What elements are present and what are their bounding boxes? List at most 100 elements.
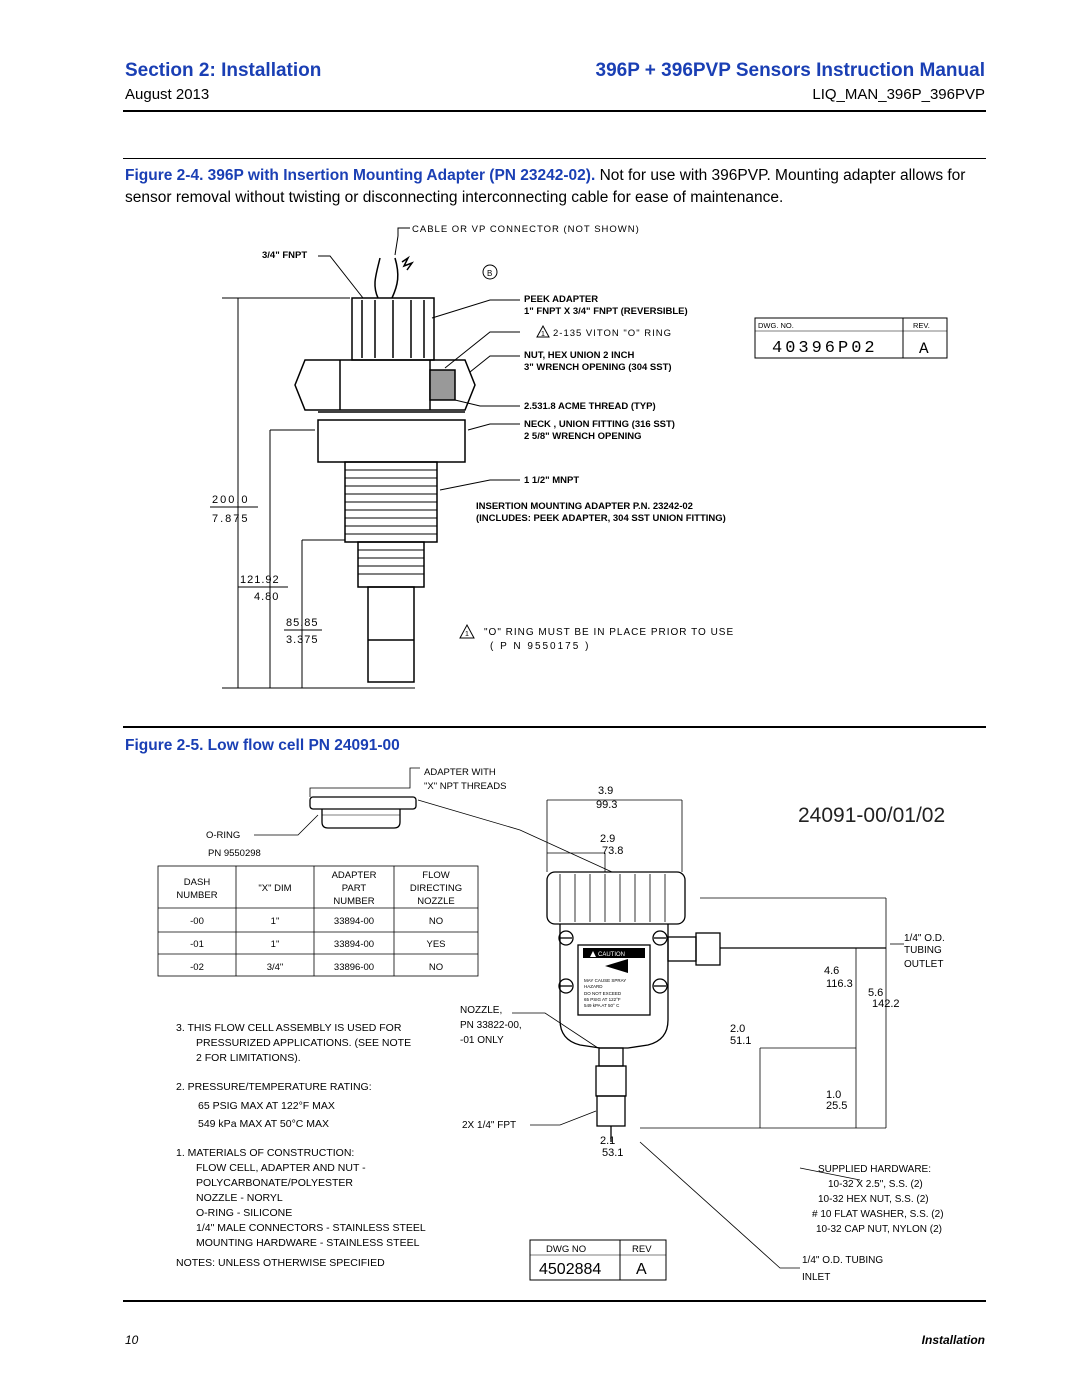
figure-divider bbox=[123, 726, 986, 728]
title-block-2-5: DWG NO REV 4502884 A bbox=[529, 1239, 667, 1281]
dimension-lines bbox=[222, 227, 520, 689]
caption-rule bbox=[123, 158, 986, 159]
dim-body-in: 2.0 bbox=[730, 1023, 745, 1035]
note-3-line-3: 2 FOR LIMITATIONS). bbox=[196, 1052, 301, 1064]
document-id: LIQ_MAN_396P_396PVP bbox=[812, 86, 985, 103]
section-title: Section 2: Installation bbox=[125, 60, 322, 81]
note-1: 1. MATERIALS OF CONSTRUCTION: bbox=[176, 1147, 354, 1159]
oring-note-pn: ( P N 9550175 ) bbox=[490, 641, 590, 652]
caution-line-3: DO NOT EXCEED bbox=[584, 991, 622, 996]
hardware-item-1: 10-32 X 2.5", S.S. (2) bbox=[828, 1179, 923, 1190]
figure-2-4-caption: Figure 2-4. 396P with Insertion Mounting… bbox=[125, 165, 985, 209]
caution-line-1: MAY CAUSE SPRAY bbox=[584, 978, 626, 983]
note-2-line-3: 549 kPa MAX AT 50°C MAX bbox=[198, 1118, 329, 1130]
b-marker: B bbox=[487, 269, 492, 278]
table-header-flow-3: NOZZLE bbox=[417, 896, 454, 907]
nozzle-label-3: -01 ONLY bbox=[460, 1035, 504, 1046]
oring-label: O-RING bbox=[206, 830, 240, 841]
note-1-line-3: POLYCARBONATE/POLYESTER bbox=[196, 1177, 353, 1189]
rev-label: REV. bbox=[913, 321, 930, 330]
table-cell: 33896-00 bbox=[334, 962, 374, 973]
oring-label: 2-135 VITON "O" RING bbox=[553, 328, 672, 339]
outlet-label-1: 1/4" O.D. bbox=[904, 933, 945, 944]
insertion-label: INSERTION MOUNTING ADAPTER P.N. 23242-02 bbox=[476, 501, 693, 512]
header-rule bbox=[123, 110, 986, 112]
caution-line-4: 65 PSIG AT 122°F bbox=[584, 997, 621, 1002]
note-1-line-6: 1/4" MALE CONNECTORS - STAINLESS STEEL bbox=[196, 1222, 426, 1234]
table-cell: 1" bbox=[271, 939, 280, 950]
rev-value: A bbox=[919, 340, 929, 358]
caution-text: CAUTION bbox=[598, 952, 625, 958]
note-warning-number: 1 bbox=[465, 631, 469, 638]
footer-rule bbox=[123, 1300, 986, 1302]
note-1-line-5: O-RING - SILICONE bbox=[196, 1207, 292, 1219]
nozzle-label-2: PN 33822-00, bbox=[460, 1020, 522, 1031]
flow-cell-body bbox=[546, 871, 886, 1142]
dim-inlet-in: 2.1 bbox=[600, 1135, 615, 1147]
note-2: 2. PRESSURE/TEMPERATURE RATING: bbox=[176, 1081, 372, 1093]
dwg-no-label: DWG. NO. bbox=[758, 321, 794, 330]
table-header-flow-2: DIRECTING bbox=[410, 883, 462, 894]
dim-thread-in: 3.375 bbox=[286, 634, 319, 646]
notes-heading: NOTES: UNLESS OTHERWISE SPECIFIED bbox=[176, 1257, 385, 1269]
hardware-title: SUPPLIED HARDWARE: bbox=[818, 1164, 931, 1175]
table-cell: 3/4" bbox=[267, 962, 284, 973]
dim-total-mm: 200.0 bbox=[212, 494, 250, 506]
insertion-includes: (INCLUDES: PEEK ADAPTER, 304 SST UNION F… bbox=[476, 513, 726, 524]
figure-2-4-drawing: CABLE OR VP CONNECTOR (NOT SHOWN) 3/4" F… bbox=[210, 224, 948, 689]
acme-label: 2.531.8 ACME THREAD (TYP) bbox=[524, 401, 656, 412]
note-3: 3. THIS FLOW CELL ASSEMBLY IS USED FOR bbox=[176, 1022, 402, 1034]
caution-line-5: 549 kPA AT 50° C bbox=[584, 1003, 620, 1008]
table-cell: NO bbox=[429, 962, 443, 973]
note-1-line-2: FLOW CELL, ADAPTER AND NUT - bbox=[196, 1162, 366, 1174]
flow-cell-title: 24091-00/01/02 bbox=[798, 804, 945, 827]
oring-warning-number: 1 bbox=[541, 331, 545, 338]
rev-label: REV bbox=[632, 1244, 652, 1255]
neck-wrench-label: 2 5/8" WRENCH OPENING bbox=[524, 431, 641, 442]
hardware-item-2: 10-32 HEX NUT, S.S. (2) bbox=[818, 1194, 929, 1205]
table-cell: -02 bbox=[190, 962, 204, 973]
dim-height-in: 5.6 bbox=[868, 987, 883, 999]
dim-neck-mm: 121.92 bbox=[240, 574, 280, 586]
note-2-line-2: 65 PSIG MAX AT 122°F MAX bbox=[198, 1100, 335, 1112]
note-1-line-4: NOZZLE - NORYL bbox=[196, 1192, 283, 1204]
neck-label: NECK , UNION FITTING (316 SST) bbox=[524, 419, 675, 430]
table-cell: 33894-00 bbox=[334, 916, 374, 927]
mnpt-label: 1 1/2" MNPT bbox=[524, 475, 579, 486]
table-header-adapter: ADAPTER bbox=[332, 870, 377, 881]
nut-label: NUT, HEX UNION 2 INCH bbox=[524, 350, 634, 361]
cable-label: CABLE OR VP CONNECTOR (NOT SHOWN) bbox=[412, 224, 640, 235]
peek-adapter-label: PEEK ADAPTER bbox=[524, 294, 598, 305]
dim-base-mm: 25.5 bbox=[826, 1100, 847, 1112]
dim-width-mm: 99.3 bbox=[596, 799, 617, 811]
caution-label: CAUTION MAY CAUSE SPRAY HAZARD DO NOT EX… bbox=[583, 948, 645, 1008]
title-block-2-4: DWG. NO. REV. 40396P02 A bbox=[754, 317, 948, 359]
dim-total-in: 7.875 bbox=[212, 513, 250, 525]
table-cell: 33894-00 bbox=[334, 939, 374, 950]
dwg-no: 4502884 bbox=[539, 1261, 601, 1278]
fnpt-label: 3/4" FNPT bbox=[262, 250, 307, 261]
table-cell: NO bbox=[429, 916, 443, 927]
page-number: 10 bbox=[125, 1333, 139, 1347]
dim-base-in: 1.0 bbox=[826, 1089, 841, 1101]
dash-table bbox=[157, 865, 479, 977]
rev-value: A bbox=[636, 1261, 647, 1278]
table-cell: -01 bbox=[190, 939, 204, 950]
inlet-label-2: INLET bbox=[802, 1272, 830, 1283]
fpt-label: 2X 1/4" FPT bbox=[462, 1120, 516, 1131]
adapter-label: ADAPTER WITH bbox=[424, 767, 496, 778]
manual-title: 396P + 396PVP Sensors Instruction Manual bbox=[595, 60, 986, 81]
hardware-item-4: 10-32 CAP NUT, NYLON (2) bbox=[816, 1224, 942, 1235]
dwg-no-label: DWG NO bbox=[546, 1244, 586, 1255]
nut-wrench-label: 3" WRENCH OPENING (304 SST) bbox=[524, 362, 672, 373]
outlet-label-3: OUTLET bbox=[904, 959, 943, 970]
dim-adapter-mm: 73.8 bbox=[602, 845, 623, 857]
dim-outlet-mm: 116.3 bbox=[826, 978, 853, 990]
adapter-threads-label: "X" NPT THREADS bbox=[424, 781, 506, 792]
dim-thread-mm: 85.85 bbox=[286, 617, 319, 629]
dim-width-in: 3.9 bbox=[598, 785, 613, 797]
table-cell: -00 bbox=[190, 916, 204, 927]
table-header-adapter-3: NUMBER bbox=[333, 896, 374, 907]
table-cell: YES bbox=[426, 939, 445, 950]
figure-2-5-drawing: 24091-00/01/02 ADAPTER WITH "X" NPT THRE… bbox=[157, 767, 945, 1283]
